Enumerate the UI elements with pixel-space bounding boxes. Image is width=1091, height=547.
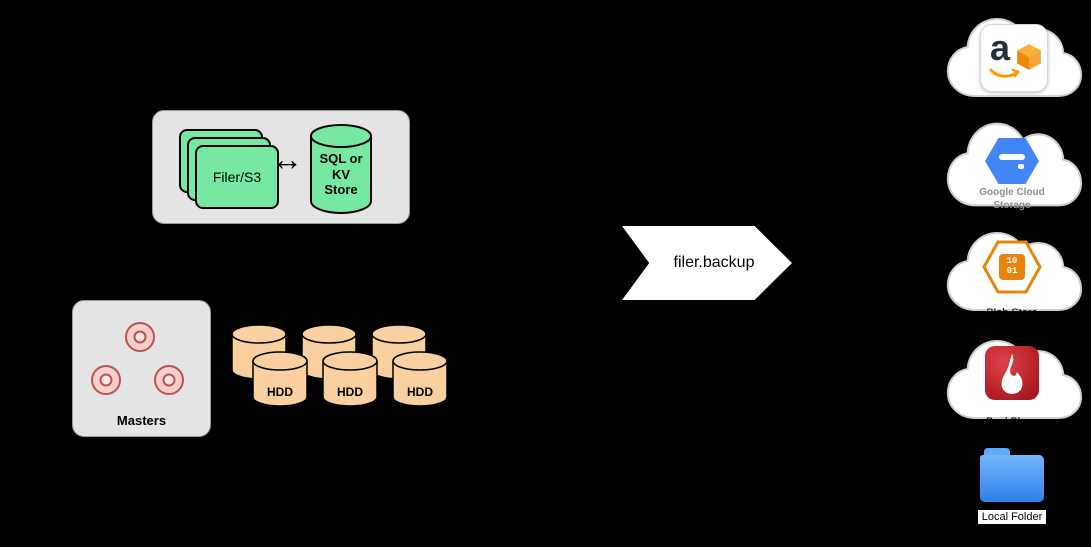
cylinder-shape-icon	[252, 351, 308, 407]
hdd-cylinder: HDD	[251, 351, 309, 407]
filer-group-box: Filer/S3 ↔ SQL or KV Store	[152, 110, 410, 224]
local-folder-label: Local Folder	[977, 510, 1047, 524]
master-node-icon	[154, 365, 184, 395]
cloud-google-cloud-storage: Google Cloud Storage	[938, 112, 1086, 218]
cylinder-shape-icon	[322, 351, 378, 407]
filer-backup-label: filer.backup	[673, 254, 755, 271]
donut-hole	[99, 373, 113, 387]
cylinder-shape-icon	[392, 351, 448, 407]
amazon-s3-icon: a	[980, 24, 1048, 92]
hdd-label: HDD	[407, 385, 433, 399]
backblaze-icon	[985, 346, 1039, 400]
master-node-icon	[125, 322, 155, 352]
filer-card-front: Filer/S3	[195, 145, 279, 209]
backblaze-label: BackBlaze	[986, 416, 1038, 428]
blob-store-label: Blob Store	[986, 307, 1038, 319]
hdd-label: HDD	[267, 385, 293, 399]
cloud-backblaze: BackBlaze	[938, 330, 1086, 430]
package-cube-icon	[1017, 44, 1041, 70]
donut-hole	[133, 330, 147, 344]
filer-backup-arrow: filer.backup	[622, 226, 792, 300]
hdd-cylinder: HDD	[391, 351, 449, 407]
sql-kv-store-cylinder: SQL or KV Store	[309, 123, 373, 215]
local-folder-target: Local Folder	[962, 448, 1062, 525]
bidirectional-arrow-icon: ↔	[271, 141, 303, 177]
store-label: SQL or KV Store	[319, 151, 363, 198]
blob-store-icon: 10 01	[982, 240, 1042, 294]
filer-label: Filer/S3	[212, 169, 262, 185]
cylinder-shape-icon	[310, 124, 372, 214]
cloud-amazon-s3: a	[938, 8, 1086, 108]
gcs-bar-icon	[999, 154, 1025, 160]
amazon-a-letter: a	[990, 27, 1011, 68]
hdd-label: HDD	[337, 385, 363, 399]
hdd-cylinder: HDD	[321, 351, 379, 407]
master-node-icon	[91, 365, 121, 395]
binary-square-icon: 10 01	[999, 254, 1025, 280]
gcs-dot-icon	[1018, 164, 1024, 169]
amazon-smile-icon	[989, 68, 1020, 78]
folder-icon	[980, 448, 1044, 504]
cloud-blob-store: 10 01 Blob Store	[938, 222, 1086, 322]
gcs-label: Google Cloud Storage	[979, 187, 1045, 211]
folder-body	[980, 455, 1044, 502]
masters-label: Masters	[116, 413, 167, 428]
flame-icon	[1001, 354, 1023, 394]
binary-bits: 10 01	[1006, 256, 1018, 276]
masters-box: Masters	[72, 300, 211, 437]
google-cloud-storage-icon	[985, 138, 1039, 184]
donut-hole	[162, 373, 176, 387]
